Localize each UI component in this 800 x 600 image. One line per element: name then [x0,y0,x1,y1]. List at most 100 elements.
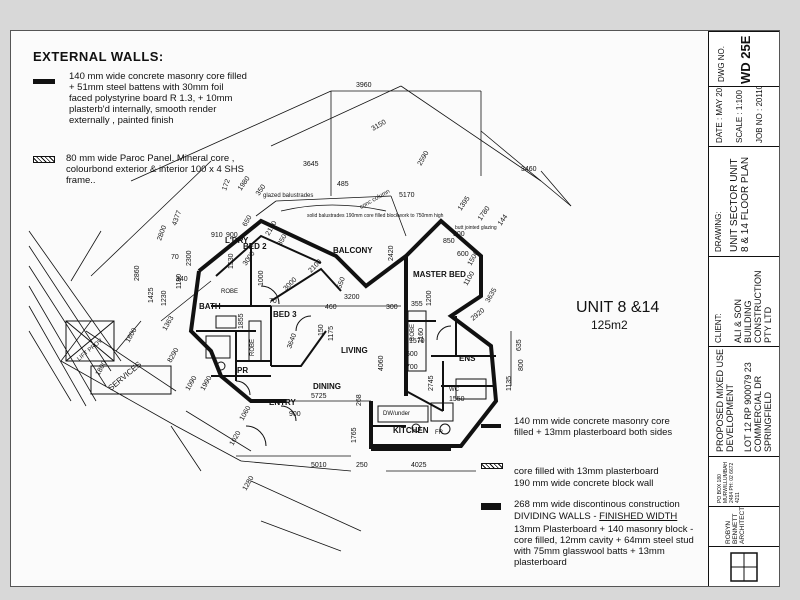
tb-architect: ROBYN BENNETT ARCHITECTS [709,506,779,547]
dim: 460 [325,304,337,311]
dim: 5170 [399,192,415,199]
dim: 268 [356,394,363,406]
tb-contact: PO BOX 180 MURWILLUMBAH 2484 PH: 02 6672… [709,456,779,507]
tb-drawing: DRAWING: UNIT SECTOR UNIT 8 & 14 FLOOR P… [709,146,779,257]
room-kitchen: KITCHEN [393,426,429,435]
dim: 2920 [470,307,487,322]
dim: 1800 [95,360,109,377]
dim: 1395 [457,195,472,212]
dim: 250 [356,462,368,469]
architect-logo-icon [730,552,758,582]
unit-area: 125m2 [591,318,628,332]
dim: 172 [221,178,232,191]
dim: 8290 [167,347,181,364]
dim: 600 [457,251,469,258]
dim: 3460 [521,166,537,173]
dim: 1780 [477,205,492,222]
dim: 3960 [356,82,372,89]
tb-meta: DATE : MAY 2010 SCALE : 1:100 JOB NO : 2… [709,86,779,147]
legend-block-wall-1: core filled with 13mm plasterboard [514,466,659,477]
legend-swatch-paroc [33,156,55,163]
dim: 3200 [344,294,360,301]
room-master-bed: MASTER BED [413,270,466,279]
label-services: SERVICES [107,360,144,393]
legend-swatch-external-masonry [33,79,55,84]
dim: 3000 [242,250,257,267]
room-living: LIVING [341,346,368,355]
label-wc: WC [449,387,460,393]
dim: 2300 [186,250,193,266]
dim: 2590 [417,150,431,167]
drawing-sheet: L'DRY BED 2 BALCONY MASTER BED BATH BED … [10,30,780,587]
room-bed3: BED 3 [273,310,297,319]
dim: 3640 [286,333,298,350]
dim: 1000 [258,270,265,286]
tb-project: PROPOSED MIXED USE DEVELOPMENT LOT 12 RP… [709,346,779,457]
legend-dividing-2: DIVIDING WALLS - FINISHED WIDTH [514,511,678,522]
legend-swatch-dividing [481,503,501,510]
dim: 1200 [426,290,433,306]
label-dw: DW/under [383,411,410,417]
legend-dividing-3: 13mm Plasterboard + 140 masonry block - … [514,524,694,568]
dim: 150 [318,324,325,336]
dim: 1180 [176,274,183,289]
room-robe-1: ROBE [221,289,238,295]
dim: 635 [516,339,523,351]
legend-block-wall-2: 190 mm wide concrete block wall [514,478,654,489]
dim: 500 [453,231,465,238]
dim: 1600 [125,327,139,344]
room-robe-3: ROBE [250,339,256,356]
dim: 910 [211,232,223,239]
room-bed2: BED 2 [243,242,267,251]
room-ens: ENS [459,354,476,363]
room-robe-2: ROBE [410,324,416,341]
dim: 2745 [428,375,435,391]
dim: 485 [337,181,349,188]
legend-paroc-panel: 80 mm wide Paroc Panel. Mineral core , c… [66,153,244,186]
dim: 850 [443,238,455,245]
legend-dividing-1: 268 mm wide discontinous construction [514,499,680,510]
dim: 355 [411,301,423,308]
dim: 1175 [328,326,335,341]
dim: 600 [406,351,418,358]
legend-swatch-block [481,463,503,469]
dim: 1570 [409,338,425,345]
dim: 1060 [239,405,253,422]
dim: 1135 [506,376,513,391]
unit-title: UNIT 8 &14 [576,299,660,316]
legend-swatch-internal [481,424,501,428]
room-dining: DINING [313,382,341,391]
note-glazed-balustrades: glazed balustrades [263,193,313,199]
legend-external-masonry: 140 mm wide concrete masonry core filled… [69,71,247,126]
dim: 5010 [311,462,327,469]
dim: 3635 [485,287,499,304]
dim: 70 [171,254,179,261]
dim: 1530 [228,253,235,269]
dim: 300 [386,304,398,311]
dim: 4025 [411,462,427,469]
tb-client: CLIENT: ALI & SON BUILDING CONSTRUCTION … [709,256,779,347]
dim: 1765 [351,427,358,443]
dim: 900 [226,232,238,239]
legend-internal-masonry: 140 mm wide concrete masonry core filled… [514,416,673,438]
dim: 1990 [200,375,214,392]
dim: 650 [242,214,254,228]
dim: 1160 [418,328,425,343]
dim: 2420 [388,245,395,261]
dim: 800 [518,359,525,371]
dim: 1363 [162,315,176,332]
dim: 3645 [303,161,319,168]
dim: 3150 [371,119,388,133]
room-bath: BATH [199,302,221,311]
dim: 550 [336,276,347,289]
note-solid-balustrades: solid balustrades 190mm core filled bloc… [307,213,444,219]
dim: 2800 [156,225,168,242]
dim: 1550 [449,396,465,403]
dim: 1500 [467,250,481,267]
dim: 340 [176,276,188,283]
room-pr: PR [237,366,248,375]
tb-logo [709,546,779,586]
dim: 1280 [242,475,256,492]
dim: 700 [406,364,418,371]
note-conc-column: conc column [359,189,391,211]
